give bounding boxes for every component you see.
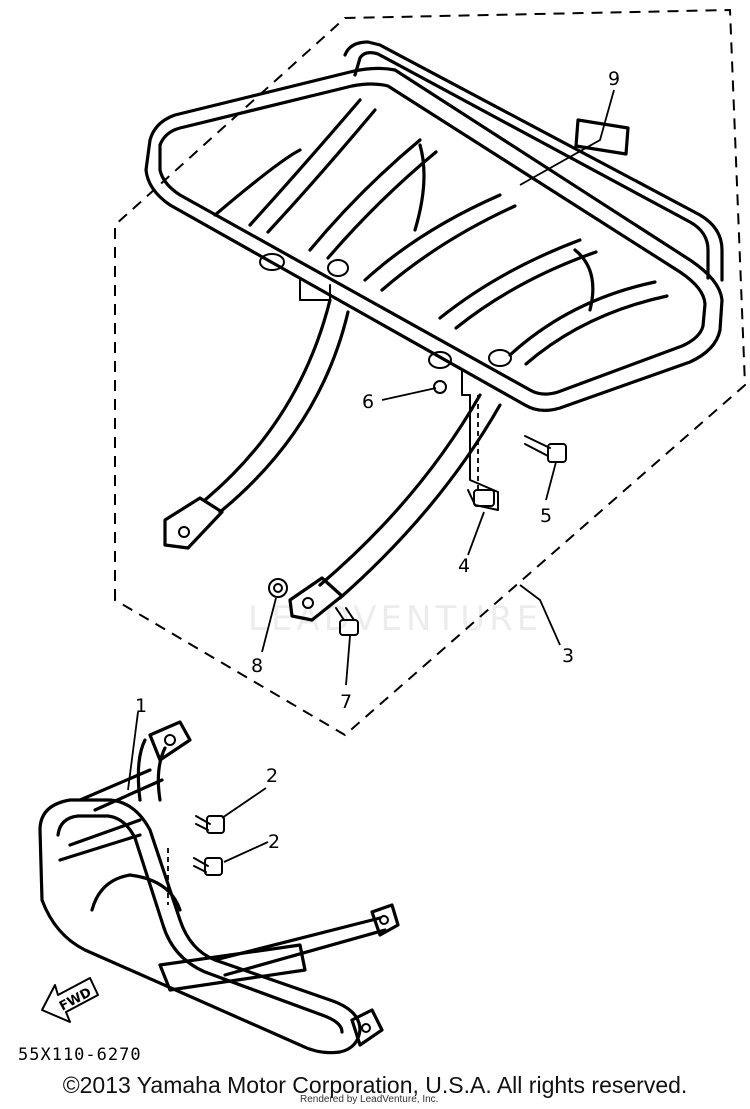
callout-1: 1 [135,695,147,717]
front-guard-bolts [193,815,225,876]
callout-4: 4 [458,555,470,577]
callout-6: 6 [362,391,374,413]
rear-carrier-rack [144,40,724,636]
callout-5: 5 [540,505,552,527]
watermark-text: LEADVENTURE [248,599,542,639]
callout-2-lower: 2 [268,831,280,853]
callout-3: 3 [562,645,574,667]
assembly-boundary [114,8,747,737]
callout-8: 8 [251,655,263,677]
forward-direction-arrow: FWD [41,977,99,1023]
rendered-by-note: Rendered by LeadVenture, Inc. [300,1094,439,1105]
fwd-label: FWD [57,985,94,1014]
copyright-notice: ©2013 Yamaha Motor Corporation, U.S.A. A… [62,1072,688,1098]
diagram-part-code: 55X110-6270 [18,1045,142,1065]
callout-9: 9 [608,68,620,90]
callout-2-upper: 2 [266,765,278,787]
callout-7: 7 [340,691,352,713]
front-guard [38,720,400,1055]
